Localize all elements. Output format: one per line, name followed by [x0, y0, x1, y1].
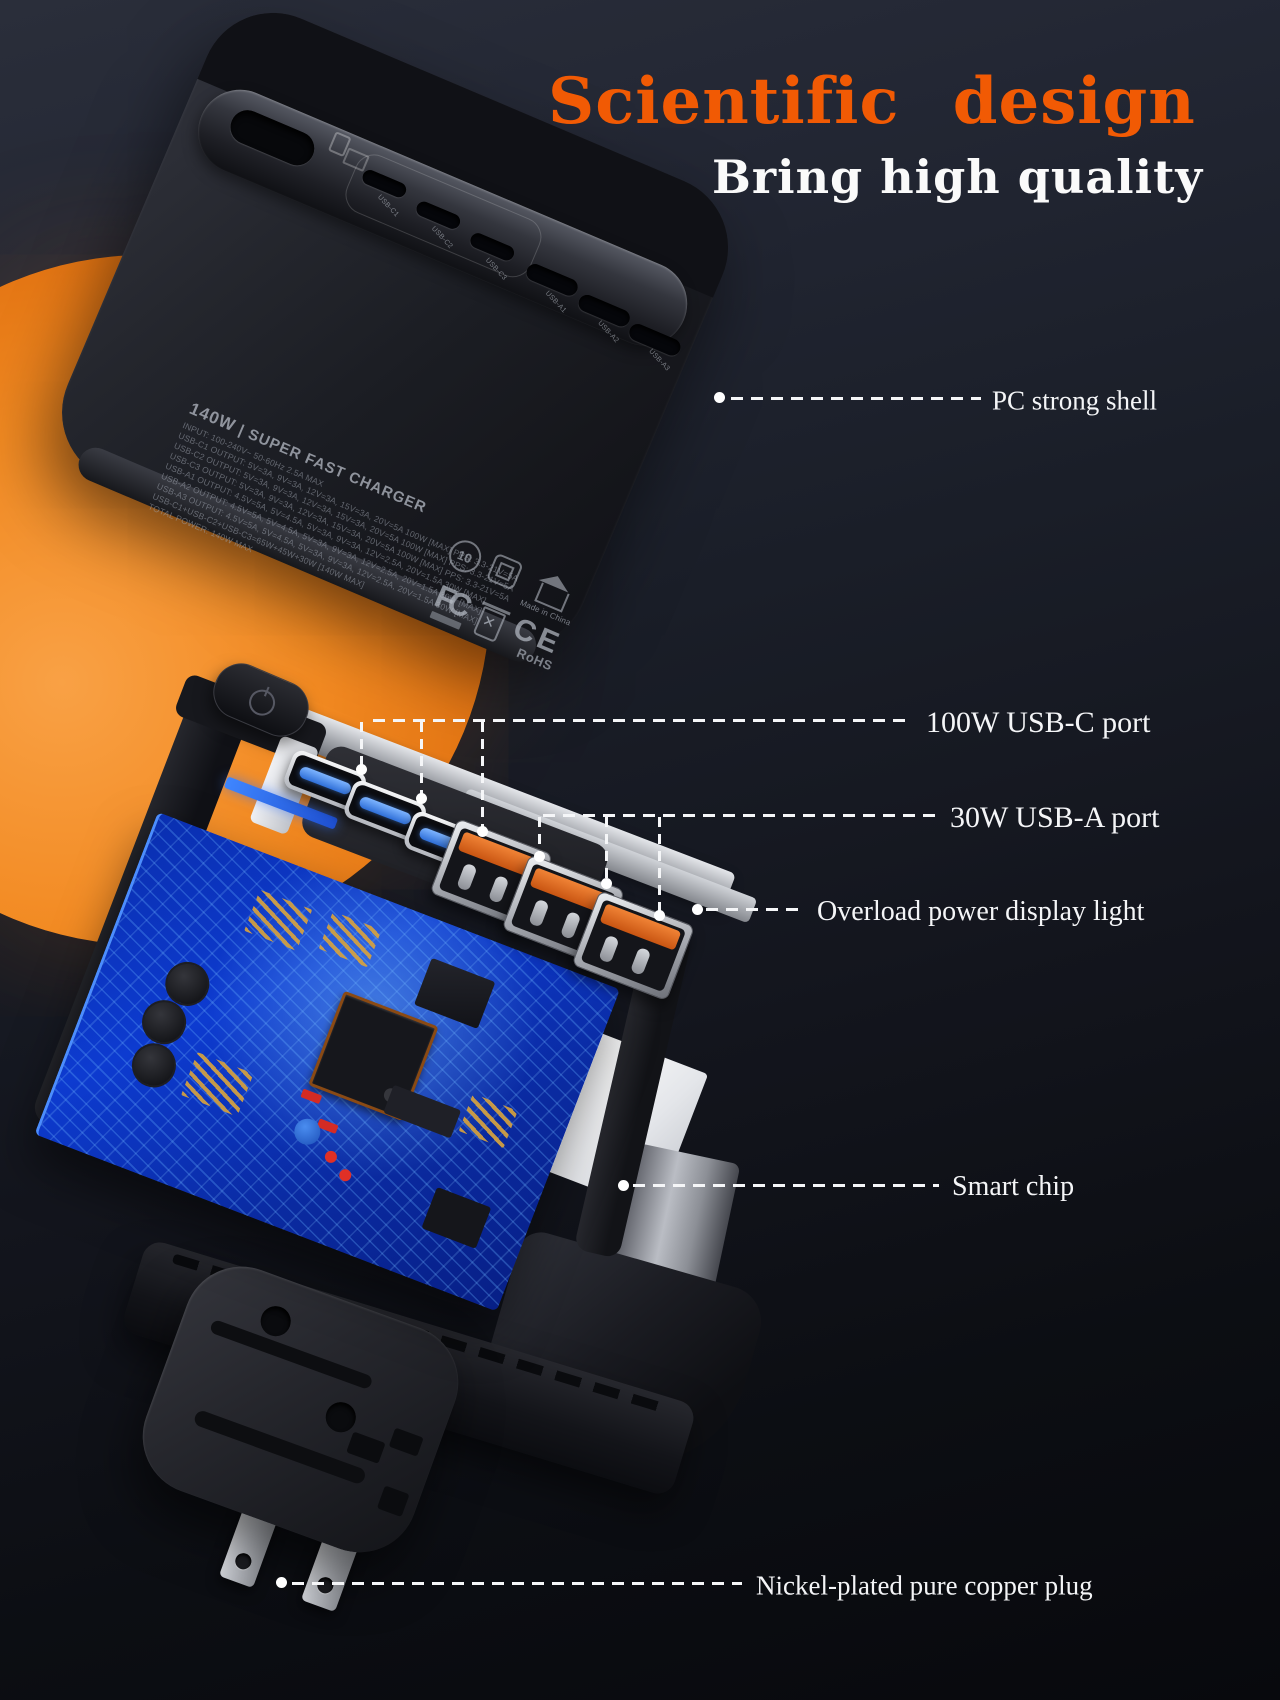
callout-line-chip — [633, 1184, 939, 1187]
callout-label-usb-c: 100W USB-C port — [926, 706, 1151, 739]
solder-pads — [244, 889, 313, 951]
page-subtitle: Bring high quality — [712, 150, 1204, 204]
callout-dot-overload — [692, 904, 703, 915]
callout-label-overload: Overload power display light — [817, 896, 1145, 927]
ic-chip — [414, 957, 496, 1029]
plug-cutout — [388, 1427, 424, 1457]
power-icon — [245, 685, 280, 720]
callout-line-usb-c — [373, 719, 913, 722]
callout-label-shell: PC strong shell — [992, 385, 1158, 416]
top-pill-cutout — [225, 104, 320, 171]
callout-dot-usb-c1 — [356, 764, 367, 775]
solder-pads — [458, 1093, 518, 1149]
callout-dot-usb-a2 — [601, 878, 612, 889]
capacitor-red — [337, 1167, 354, 1183]
page-title: Scientific design — [548, 64, 1196, 139]
callout-vline-usb-a2 — [605, 817, 608, 880]
callout-label-usb-a: 30W USB-A port — [950, 801, 1160, 834]
callout-line-usb-a — [543, 814, 937, 817]
plug-cutout — [376, 1485, 410, 1517]
callout-dot-shell — [714, 392, 725, 403]
callout-line-plug — [292, 1582, 742, 1585]
callout-line-overload — [706, 908, 806, 911]
capacitor — [125, 1036, 183, 1094]
resistor — [300, 1088, 323, 1105]
capacitor-red — [323, 1149, 339, 1165]
plug-hole — [321, 1398, 361, 1437]
callout-vline-usb-a1 — [538, 817, 541, 853]
callout-dot-chip — [618, 1180, 629, 1191]
plug-hole — [256, 1301, 295, 1341]
ic-chip — [421, 1186, 492, 1249]
callout-dot-usb-a3 — [654, 910, 665, 921]
plug-cutout — [346, 1431, 386, 1464]
callout-dot-usb-c2 — [416, 793, 427, 804]
callout-label-chip: Smart chip — [952, 1171, 1075, 1202]
callout-dot-usb-a1 — [534, 851, 545, 862]
fcc-mark: FC — [427, 578, 476, 630]
callout-vline-usb-a3 — [658, 817, 661, 912]
callout-dot-plug — [276, 1577, 287, 1588]
plug-groove — [208, 1318, 374, 1391]
callout-dot-usb-c3 — [477, 826, 488, 837]
callout-label-plug: Nickel-plated pure copper plug — [756, 1570, 1093, 1601]
callout-vline-usb-c3 — [481, 722, 484, 828]
callout-line-shell — [731, 397, 981, 400]
callout-vline-usb-c1 — [360, 722, 363, 766]
callout-vline-usb-c2 — [420, 722, 423, 795]
ic-chip — [383, 1084, 462, 1139]
solder-pads — [318, 911, 382, 968]
weee-bin-icon — [472, 605, 507, 643]
solder-pads — [181, 1052, 254, 1117]
